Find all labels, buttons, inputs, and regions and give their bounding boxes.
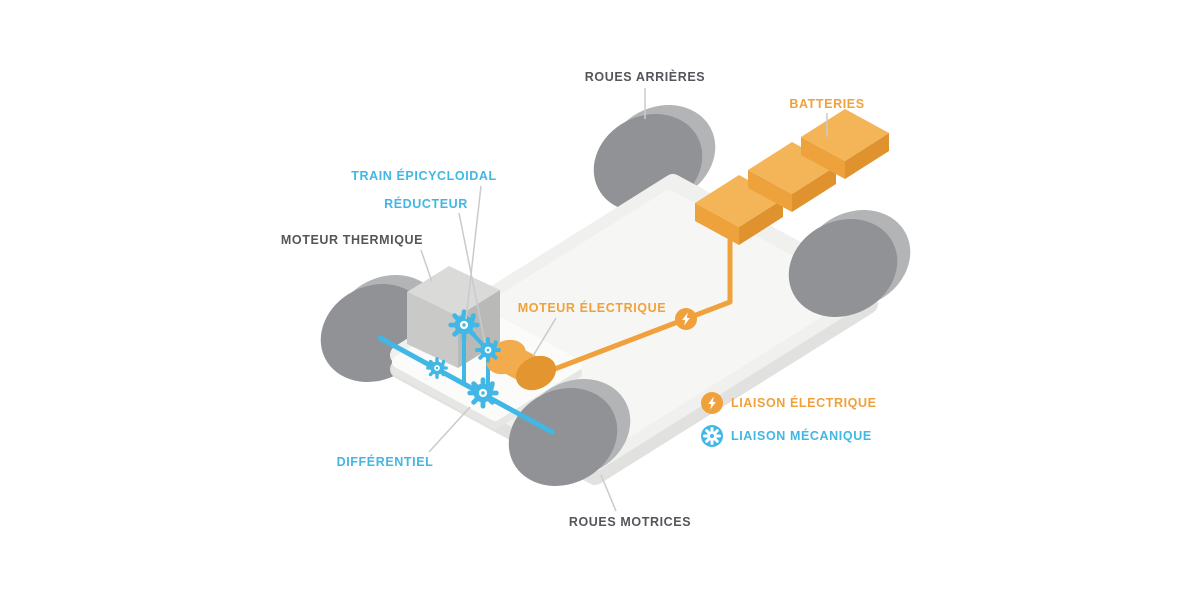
wheel-front-right [508,379,631,486]
wheel-rear-right [788,210,911,317]
battery-pack [695,109,889,245]
leader-thermal-engine [420,249,433,283]
front-axle-line [377,335,555,435]
label-batteries: BATTERIES [789,97,865,111]
legend-mechanical-icon [701,425,723,447]
legend-electric-label: LIAISON ÉLECTRIQUE [731,396,877,410]
legend-electric-icon [701,392,723,414]
legend-mechanical-label: LIAISON MÉCANIQUE [731,429,872,443]
battery-module [801,109,889,179]
gear-icon [703,427,721,445]
label-drive-wheels: ROUES MOTRICES [568,515,692,529]
label-differential: DIFFÉRENTIEL [336,455,434,469]
label-reducer: RÉDUCTEUR [384,197,468,211]
leader-electric-motor [532,317,557,357]
label-thermal-engine: MOTEUR THERMIQUE [280,233,424,247]
axle-gear-icon [426,357,448,379]
label-rear-wheels: ROUES ARRIÈRES [584,70,706,84]
label-electric-motor: MOTEUR ÉLECTRIQUE [517,301,667,315]
leader-lines [420,88,828,512]
lightning-badge [675,308,697,330]
leader-planetary-gear [465,185,482,320]
electric-cable [549,237,733,373]
leader-differential [428,406,471,453]
reducer-gear-icon [475,337,501,363]
differential-gear-icon [470,380,496,406]
leader-drive-wheels [600,474,617,512]
label-planetary-gear: TRAIN ÉPICYCLOIDAL [351,169,497,183]
planetary-gear-icon [451,312,477,338]
leader-reducer [458,212,486,344]
